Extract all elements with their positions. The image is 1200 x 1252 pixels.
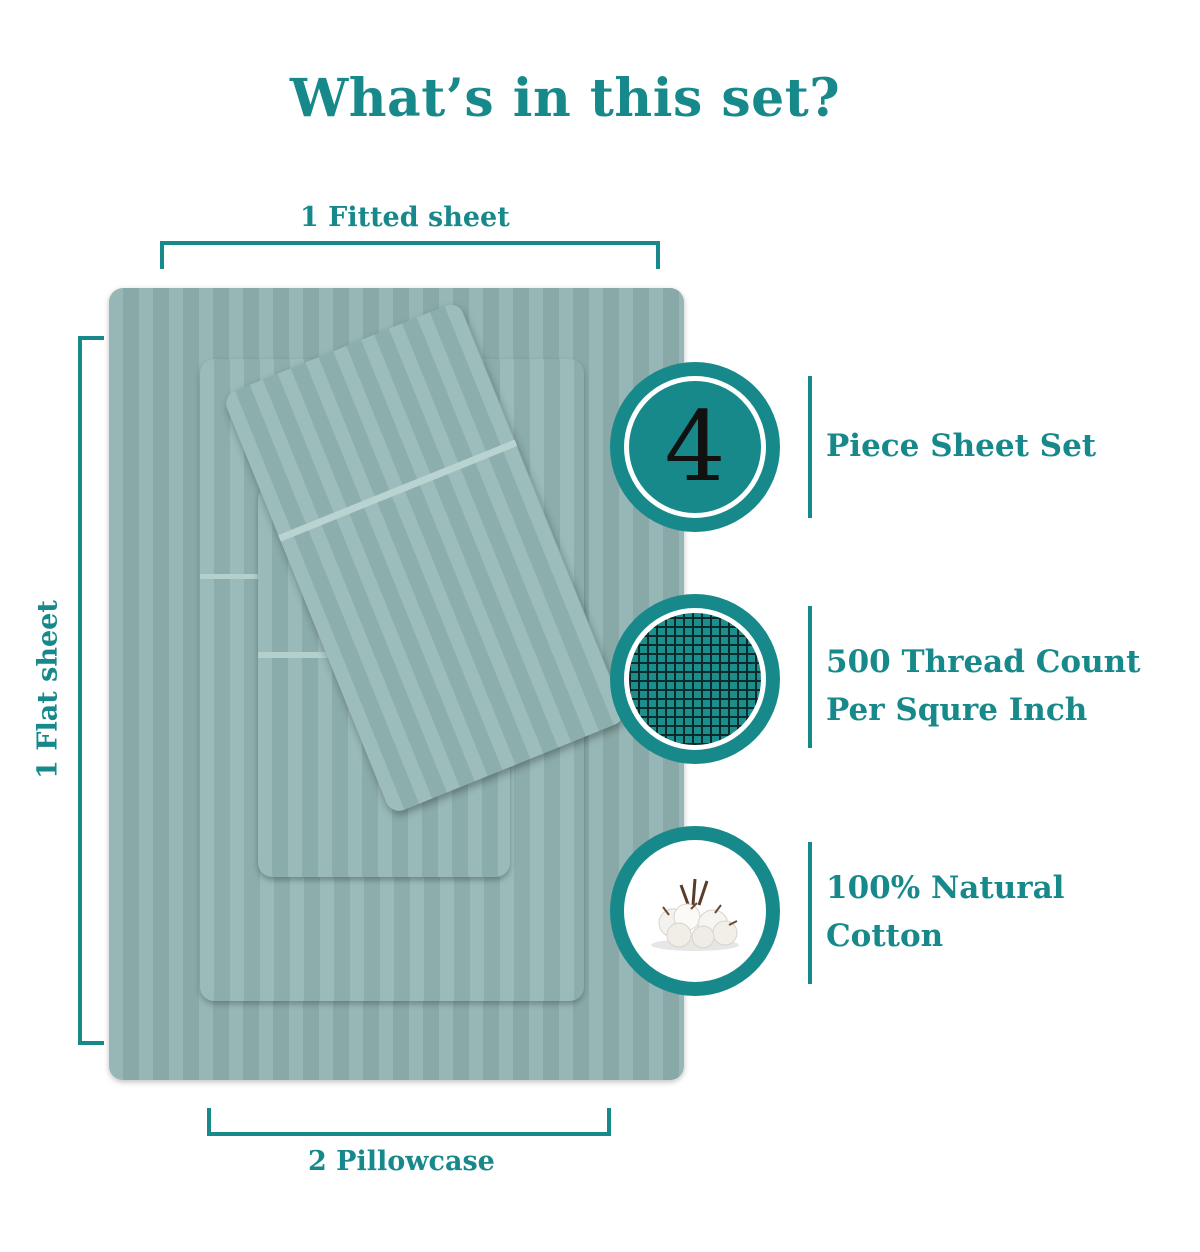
feature-circle-cotton: [610, 826, 780, 996]
fitted-sheet-bracket: [160, 241, 660, 269]
feature-line: Cotton: [826, 918, 944, 954]
feature-circle-thread: [610, 594, 780, 764]
feature-text-pieces: Piece Sheet Set: [826, 422, 1096, 470]
feature-text-cotton: 100% Natural Cotton: [826, 864, 1064, 960]
thread-grid-icon: [624, 608, 766, 750]
flat-sheet-label: 1 Flat sheet: [32, 600, 64, 779]
feature-text-thread: 500 Thread Count Per Squre Inch: [826, 638, 1140, 734]
feature-circle-pieces: 4: [610, 362, 780, 532]
feature-divider-3: [808, 842, 812, 984]
feature-line: 500 Thread Count: [826, 644, 1141, 680]
page-title: What’s in this set?: [289, 68, 841, 129]
feature-line: Piece Sheet Set: [826, 428, 1097, 464]
feature-line: Per Squre Inch: [826, 692, 1088, 728]
feature-divider-1: [808, 376, 812, 518]
flat-sheet-bracket: [78, 336, 104, 1045]
cotton-boll-icon: [624, 840, 766, 982]
number-4-icon: 4: [624, 376, 766, 518]
fitted-sheet-label: 1 Fitted sheet: [300, 202, 510, 233]
pillowcase-bottom-piping: [258, 652, 348, 658]
fitted-sheet-piping: [200, 574, 260, 579]
feature-line: 100% Natural: [826, 870, 1065, 906]
cotton-illustration: [651, 878, 739, 951]
pillowcase-label: 2 Pillowcase: [308, 1146, 495, 1177]
pillowcase-bracket: [207, 1108, 611, 1136]
pillowcase-top-piping: [278, 439, 518, 542]
piece-count-badge: 4: [664, 391, 726, 503]
feature-divider-2: [808, 606, 812, 748]
